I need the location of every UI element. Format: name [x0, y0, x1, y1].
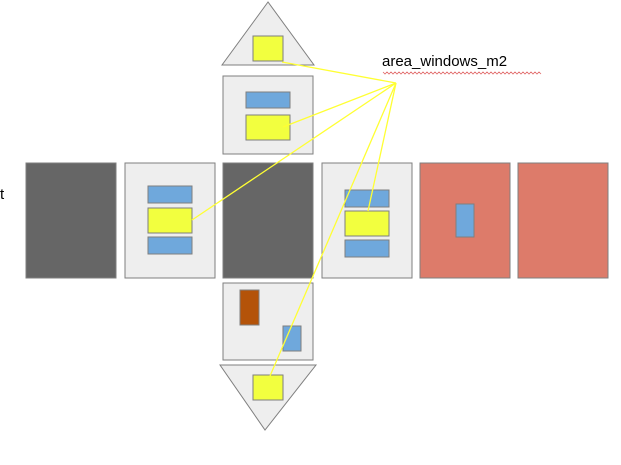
window-blue [455, 203, 475, 238]
leader-lines [191, 61, 397, 377]
leader-line [282, 82, 397, 128]
roof-triangle-top [221, 1, 315, 66]
window-blue [147, 236, 193, 255]
edge-fragment-text: t [0, 186, 5, 203]
window-blue [147, 185, 193, 204]
window-yellow [252, 374, 284, 401]
spellcheck-underline [382, 71, 542, 75]
wall-brick-2 [517, 162, 609, 279]
window-blue [344, 189, 390, 208]
window-yellow [147, 207, 193, 234]
window-blue [344, 239, 390, 258]
window-blue [245, 91, 291, 109]
wall-center [222, 162, 314, 279]
wall-far-left [25, 162, 117, 279]
window-yellow [245, 114, 291, 141]
window-yellow [344, 210, 390, 237]
leader-line [269, 82, 397, 377]
leader-line [191, 82, 397, 221]
callout-label: area_windows_m2 [382, 53, 508, 70]
door-brown [239, 289, 260, 326]
window-yellow [252, 35, 284, 62]
leader-line [367, 82, 397, 212]
leader-line [281, 61, 397, 84]
